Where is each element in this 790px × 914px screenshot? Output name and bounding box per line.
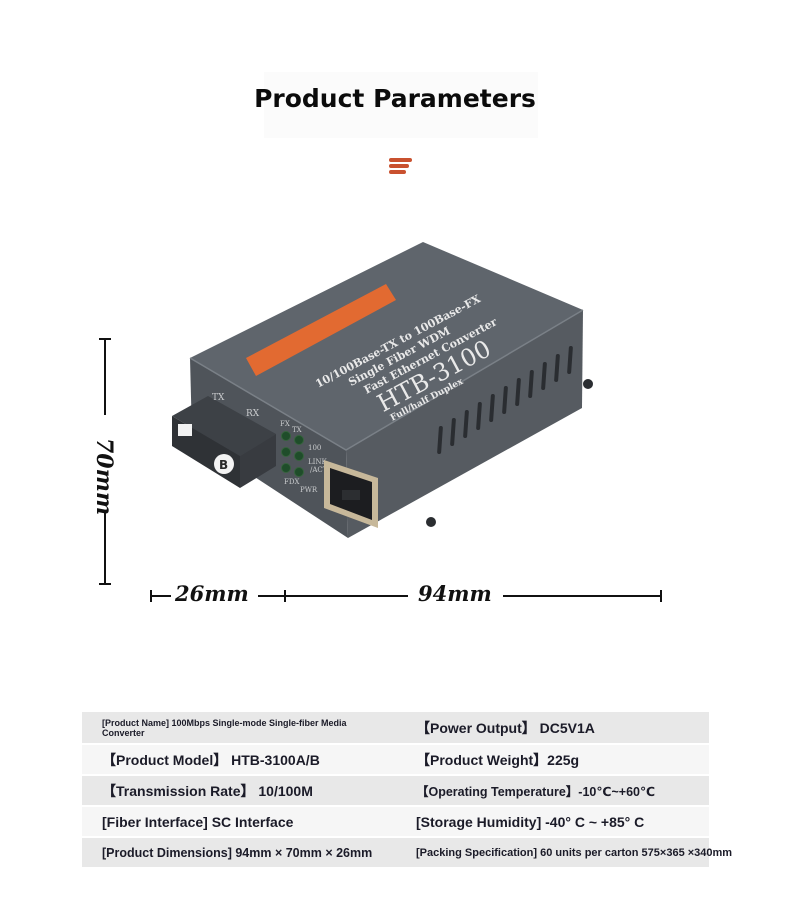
dim-width-cap-right (660, 590, 662, 602)
dim-depth-line-right (258, 595, 284, 597)
dim-width-label: 94mm (418, 581, 492, 606)
svg-text:TX: TX (212, 393, 225, 403)
spec-product-name: [Product Name] 100Mbps Single-mode Singl… (102, 717, 347, 738)
orange-label-stripe (246, 284, 396, 376)
screw-icon (583, 379, 593, 389)
spec-product-model: 【Product Model】 HTB-3100A/B (102, 751, 320, 768)
spec-row: [Product Dimensions] 94mm × 70mm × 26mm … (82, 836, 732, 867)
spec-storage-humidity: [Storage Humidity] -40° C ~ +85° C (416, 813, 645, 830)
svg-text:PWR: PWR (300, 486, 318, 494)
spec-row: 【Product Model】 HTB-3100A/B 【Product Wei… (82, 743, 709, 774)
svg-text:FDX: FDX (284, 478, 299, 486)
title-band (264, 72, 538, 138)
spec-table: [Product Name] 100Mbps Single-mode Singl… (82, 712, 732, 867)
svg-text:FX: FX (280, 420, 290, 428)
spec-product-dimensions: [Product Dimensions] 94mm × 70mm × 26mm (102, 845, 373, 860)
svg-text:100: 100 (308, 444, 321, 452)
spec-transmission-rate: 【Transmission Rate】 10/100M (102, 782, 313, 799)
rj45-port (324, 460, 378, 528)
sc-fiber-port: B (172, 396, 276, 488)
spec-row: [Fiber Interface] SC Interface [Storage … (82, 805, 709, 836)
svg-text:LINK: LINK (308, 458, 328, 466)
dim-height-line-top (104, 339, 106, 415)
page-title: Product Parameters (254, 84, 536, 113)
spec-row: 【Transmission Rate】 10/100M 【Operating T… (82, 774, 709, 805)
dim-height-line-bottom (104, 510, 106, 584)
status-leds (281, 431, 304, 477)
spec-power-output: 【Power Output】 DC5V1A (416, 719, 595, 736)
vent-slots (437, 346, 573, 454)
dim-depth-line-left (151, 595, 171, 597)
spec-row: [Product Name] 100Mbps Single-mode Singl… (82, 712, 709, 743)
spec-operating-temperature: 【Operating Temperature】-10℃~+60℃ (416, 785, 656, 799)
dim-width-line-right (503, 595, 660, 597)
dim-height-label: 70mm (91, 438, 117, 516)
menu-lines-icon (389, 158, 413, 176)
spec-fiber-interface: [Fiber Interface] SC Interface (102, 813, 294, 830)
dim-width-line-left (286, 595, 408, 597)
svg-text:TX: TX (292, 426, 302, 434)
dim-width-cap-left (284, 590, 286, 602)
dim-height-cap-bottom (99, 583, 111, 585)
svg-text:B: B (219, 458, 228, 472)
svg-text:RX: RX (246, 409, 260, 419)
svg-text:/ACT: /ACT (310, 466, 328, 474)
spec-packing-specification: [Packing Specification] 60 units per car… (416, 846, 733, 859)
spec-product-weight: 【Product Weight】225g (416, 751, 580, 768)
media-converter-image: 10/100Base-TX to 100Base-FX Single Fiber… (172, 242, 593, 538)
screw-icon (426, 517, 436, 527)
dim-depth-label: 26mm (175, 581, 249, 606)
